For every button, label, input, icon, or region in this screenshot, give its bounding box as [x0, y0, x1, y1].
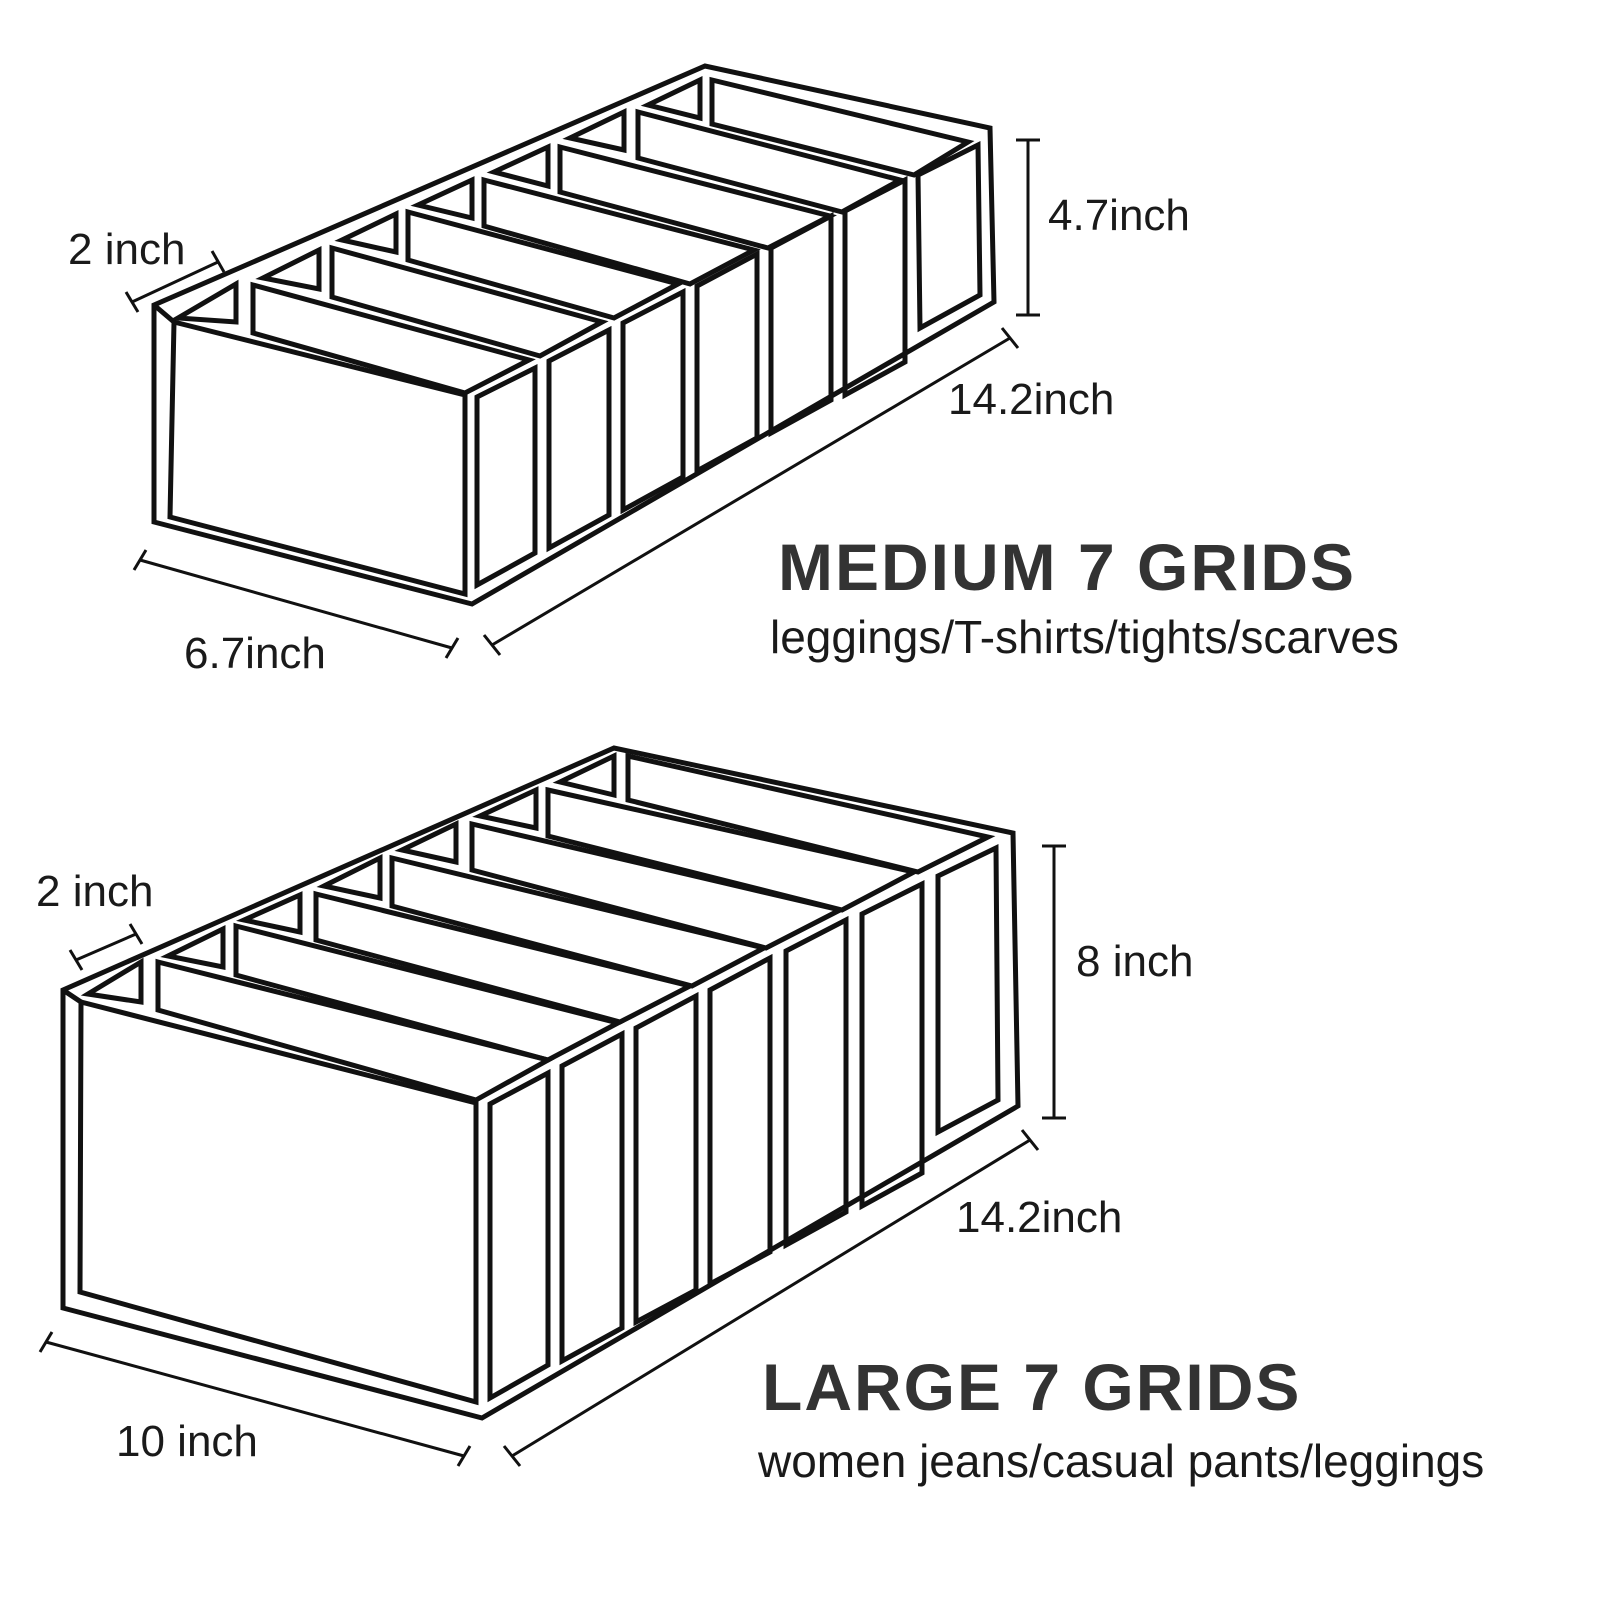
large-side-panels	[487, 844, 1001, 1403]
large-uses: women jeans/casual pants/leggings	[758, 1435, 1485, 1487]
medium-compartment-1	[169, 279, 239, 325]
large-compartment-4	[316, 853, 383, 902]
medium-width-tick-b	[444, 637, 460, 659]
medium-compartment-1-divider	[250, 281, 536, 396]
medium-compartment-width-label: 2 inch	[68, 225, 186, 274]
medium-compartment-2-divider	[329, 244, 609, 359]
medium-side-panel-3	[620, 287, 686, 515]
medium-compartment-4	[410, 176, 475, 222]
large-dimension-lines	[38, 844, 1066, 1467]
large-compartment-width-label: 2 inch	[36, 867, 154, 916]
medium-box-outline	[151, 63, 997, 607]
large-width-label: 10 inch	[116, 1417, 258, 1466]
large-compartments	[80, 752, 996, 1103]
medium-length-label: 14.2inch	[948, 375, 1115, 424]
medium-compartment-width-tick-b	[210, 250, 226, 273]
medium-compartment-5-divider	[557, 143, 837, 251]
large-compartment-2-divider	[233, 922, 625, 1063]
large-compartment-6	[472, 786, 539, 832]
large-height-label: 8 inch	[1076, 937, 1194, 986]
medium-width-tick-a	[132, 549, 148, 571]
large-side-panel-3	[633, 991, 699, 1327]
large-width-tick-b	[456, 1445, 472, 1467]
medium-compartment-3	[334, 210, 399, 256]
large-compartment-1	[80, 957, 144, 1005]
large-top-rim	[61, 987, 83, 1005]
large-width-tick-a	[38, 1331, 54, 1353]
medium-side-panel-5	[768, 211, 834, 438]
large-compartment-2	[160, 924, 226, 971]
large-compartment-4-divider	[389, 854, 772, 989]
medium-title: MEDIUM 7 GRIDS	[778, 530, 1357, 604]
medium-compartment-3-divider	[405, 208, 685, 321]
large-length-label: 14.2inch	[956, 1193, 1123, 1242]
large-side-panel-7	[935, 844, 1001, 1137]
large-side-panel-4	[707, 953, 773, 1289]
large-compartment-3	[235, 891, 303, 936]
large-compartment-5-divider	[469, 820, 848, 951]
medium-compartment-width-tick-a	[124, 291, 140, 313]
medium-uses: leggings/T-shirts/tights/scarves	[770, 611, 1399, 663]
large-length-tick-a	[502, 1445, 522, 1467]
large-compartment-6-divider	[545, 786, 922, 913]
large-compartment-5	[394, 820, 459, 866]
medium-side-panel-7	[915, 140, 983, 333]
medium-compartment-6	[562, 108, 627, 154]
medium-dimension-lines	[124, 138, 1040, 659]
large-compartment-3-divider	[313, 890, 698, 1025]
large-title: LARGE 7 GRIDS	[762, 1350, 1302, 1424]
large-length-line	[511, 1138, 1031, 1458]
medium-side-panel-6	[842, 175, 908, 400]
large-box-silhouette	[60, 745, 1021, 1421]
large-compartment-width-line	[75, 932, 137, 962]
large-side-panel-6	[859, 879, 925, 1211]
medium-length-tick-b	[1000, 327, 1020, 349]
medium-compartment-4-divider	[481, 176, 761, 287]
medium-front-panel	[167, 318, 468, 598]
medium-height-label: 4.7inch	[1048, 191, 1190, 240]
medium-side-panel-2	[546, 325, 612, 553]
large-box-outline	[60, 745, 1021, 1421]
medium-top-rim	[152, 303, 176, 324]
medium-side-panels	[474, 140, 983, 590]
large-side-panel-2	[559, 1029, 625, 1366]
large-compartment-width-tick-a	[68, 949, 84, 971]
medium-width-line	[139, 558, 453, 650]
medium-box-silhouette	[151, 63, 997, 607]
large-side-panel-1	[487, 1068, 551, 1403]
medium-length-line	[491, 336, 1011, 647]
medium-compartment-6-divider	[635, 108, 907, 215]
medium-compartments	[169, 76, 975, 396]
medium-side-panel-4	[694, 249, 760, 476]
large-side-panel-5	[783, 915, 849, 1250]
medium-compartment-2	[255, 245, 322, 293]
large-width-line	[45, 1340, 465, 1458]
large-compartment-width-tick-b	[128, 923, 144, 945]
large-front-panel	[77, 998, 479, 1406]
large-compartment-7-divider	[625, 752, 996, 875]
medium-width-label: 6.7inch	[184, 629, 326, 678]
large-compartment-7	[552, 752, 617, 799]
medium-side-panel-1	[474, 363, 538, 590]
medium-compartment-5	[486, 143, 551, 190]
medium-compartment-7-divider	[709, 76, 975, 178]
medium-compartment-7	[640, 76, 703, 122]
large-compartment-1-divider	[155, 958, 555, 1103]
medium-compartment-width-line	[131, 260, 219, 304]
medium-length-tick-a	[482, 634, 502, 656]
large-length-tick-b	[1020, 1129, 1040, 1151]
